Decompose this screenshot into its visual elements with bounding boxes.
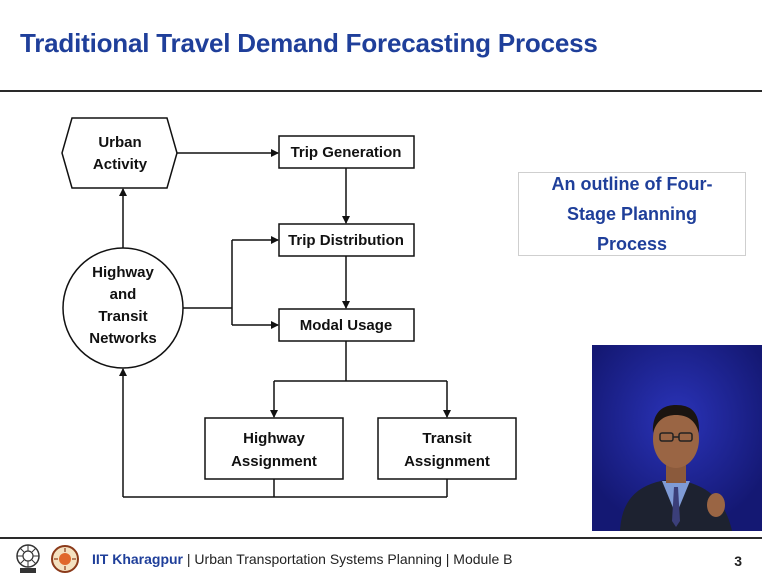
networks-label-1: Highway xyxy=(92,264,154,281)
outline-line-2: Stage Planning Process xyxy=(566,204,698,254)
page-number: 3 xyxy=(734,553,742,569)
iit-logo-icon xyxy=(51,545,79,573)
highway-assignment-label-1: Highway xyxy=(243,430,305,447)
footer-course-info: IIT Kharagpur | Urban Transportation Sys… xyxy=(92,551,512,567)
title-bar: Traditional Travel Demand Forecasting Pr… xyxy=(0,0,762,90)
transit-assignment-label-1: Transit xyxy=(422,430,471,447)
slide-title: Traditional Travel Demand Forecasting Pr… xyxy=(20,28,598,58)
footer: IIT Kharagpur | Urban Transportation Sys… xyxy=(0,539,762,580)
trip-generation-label: Trip Generation xyxy=(291,144,402,161)
presenter-image xyxy=(592,345,762,531)
networks-label-4: Networks xyxy=(89,330,157,347)
urban-activity-label-1: Urban xyxy=(98,134,141,151)
footer-divider xyxy=(0,537,762,539)
connectors xyxy=(119,149,451,498)
outline-line-1: An outline of Four- xyxy=(551,174,713,194)
title-divider xyxy=(0,90,762,92)
highway-assignment-label-2: Assignment xyxy=(231,453,317,470)
highway-assignment-box xyxy=(204,417,344,480)
footer-org: IIT Kharagpur xyxy=(92,551,184,567)
modal-usage-box xyxy=(278,308,415,342)
transit-assignment-label-2: Assignment xyxy=(404,453,490,470)
footer-course: | Urban Transportation Systems Planning … xyxy=(183,551,513,567)
four-stage-flow-diagram: Urban Activity Highway and Transit Netwo… xyxy=(61,117,517,498)
networks-label-3: Transit xyxy=(98,308,147,325)
outline-text: An outline of Four- Stage Planning Proce… xyxy=(532,169,732,259)
iit-emblem-icon xyxy=(16,544,40,573)
modal-usage-label: Modal Usage xyxy=(300,317,393,334)
networks-label-2: and xyxy=(110,286,137,303)
urban-activity-node xyxy=(61,117,178,189)
presenter-video xyxy=(592,345,762,531)
trip-distribution-label: Trip Distribution xyxy=(288,232,404,249)
urban-activity-label-2: Activity xyxy=(93,156,148,173)
outline-callout: An outline of Four- Stage Planning Proce… xyxy=(518,172,746,256)
